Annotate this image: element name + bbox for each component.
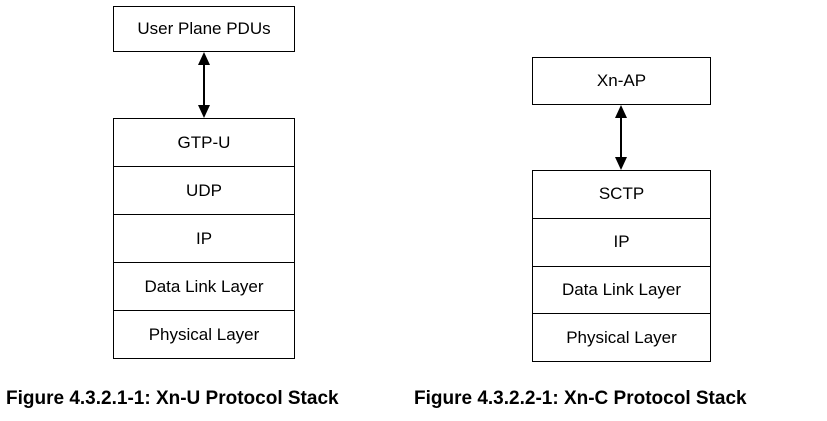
xnu-layer-udp: UDP [114,166,294,214]
xnc-figure-caption: Figure 4.3.2.2-1: Xn-C Protocol Stack [414,388,747,409]
xnu-layer-data-link: Data Link Layer [114,262,294,310]
xnu-top-box-label: User Plane PDUs [137,19,271,38]
xnu-layer-ip: IP [114,214,294,262]
xnc-layer-sctp: SCTP [598,184,645,204]
xnu-protocol-stack: GTP-U UDP IP Data Link Layer Physical La… [113,118,295,359]
xnc-layer-physical: Physical Layer [533,313,710,361]
xnc-bidirectional-arrow-icon [615,105,627,170]
xnc-xn-ap-box: Xn-AP [532,57,711,105]
xnu-bidirectional-arrow-icon [198,52,210,118]
xnc-layer-data-link: Data Link Layer [533,265,710,314]
xnc-layer-ip: IP [533,217,710,266]
xnu-user-plane-pdus-box: User Plane PDUs [113,6,295,52]
xnc-top-box-label: Xn-AP [596,71,647,90]
xnu-layer-physical: Physical Layer [114,310,294,358]
xnu-layer-gtp-u: GTP-U [177,132,231,152]
xnc-protocol-stack: SCTP IP Data Link Layer Physical Layer [532,170,711,362]
xnu-figure-caption: Figure 4.3.2.1-1: Xn-U Protocol Stack [6,388,339,409]
